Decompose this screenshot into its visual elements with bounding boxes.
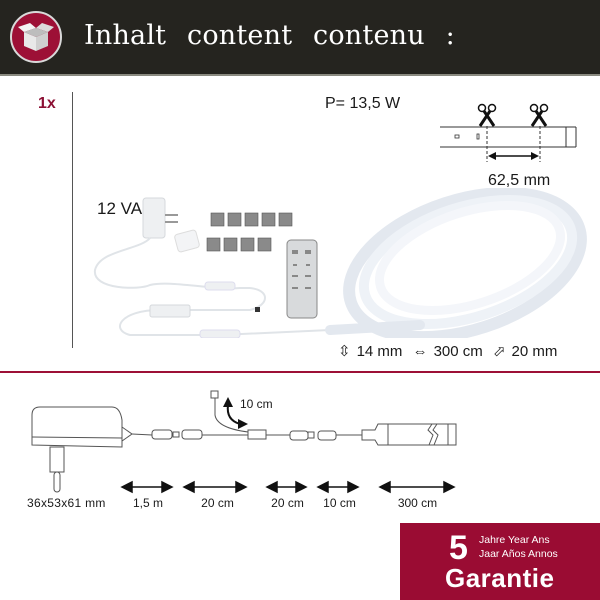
width-value: 20 mm [511, 343, 558, 360]
cut-diagram [440, 103, 577, 162]
remote-control [286, 239, 318, 319]
height-arrow-icon: ⇳ [338, 343, 351, 360]
segment-label: 300 cm [397, 496, 438, 510]
scissors-icon [529, 103, 549, 127]
vertical-divider [72, 92, 73, 348]
warranty-line-1: Jahre Year Ans [479, 534, 550, 546]
open-box-icon [10, 11, 62, 63]
length-value: 300 cm [433, 343, 483, 360]
section-divider [0, 371, 600, 373]
quantity-label: 1x [38, 95, 56, 112]
scissors-icon [477, 103, 497, 127]
header-band: Inhalt content contenu : [0, 0, 600, 76]
height-value: 14 mm [356, 343, 403, 360]
length-arrow-icon: ⇔ [412, 343, 428, 360]
warranty-years: 5 [449, 529, 468, 567]
width-arrow-icon: ⬀ [492, 343, 506, 360]
cut-interval-label: 62,5 mm [488, 172, 551, 189]
segment-label: 20 cm [201, 496, 234, 510]
page-title: Inhalt content contenu : [84, 20, 455, 51]
product-photo [93, 188, 587, 338]
power-label: P= 13,5 W [325, 95, 401, 112]
warranty-line-2: Jaar Años Annos [479, 548, 558, 560]
bend-cable-label: 10 cm [240, 397, 273, 411]
adapter-size-label: 36x53x61 mm [27, 496, 106, 510]
warranty-label: Garantie [445, 563, 555, 593]
segment-label: 1,5 m [132, 496, 163, 510]
warranty-badge: 5 Jahre Year Ans Jaar Años Annos Garanti… [400, 523, 600, 600]
strip-dimensions: ⇳ 14 mm ⇔ 300 cm ⬀ 20 mm [338, 342, 563, 360]
adapter-rating-label: 12 VA [97, 199, 143, 218]
segment-label: 20 cm [271, 496, 304, 510]
wiring-diagram [31, 390, 457, 494]
segment-label: 10 cm [323, 496, 356, 510]
